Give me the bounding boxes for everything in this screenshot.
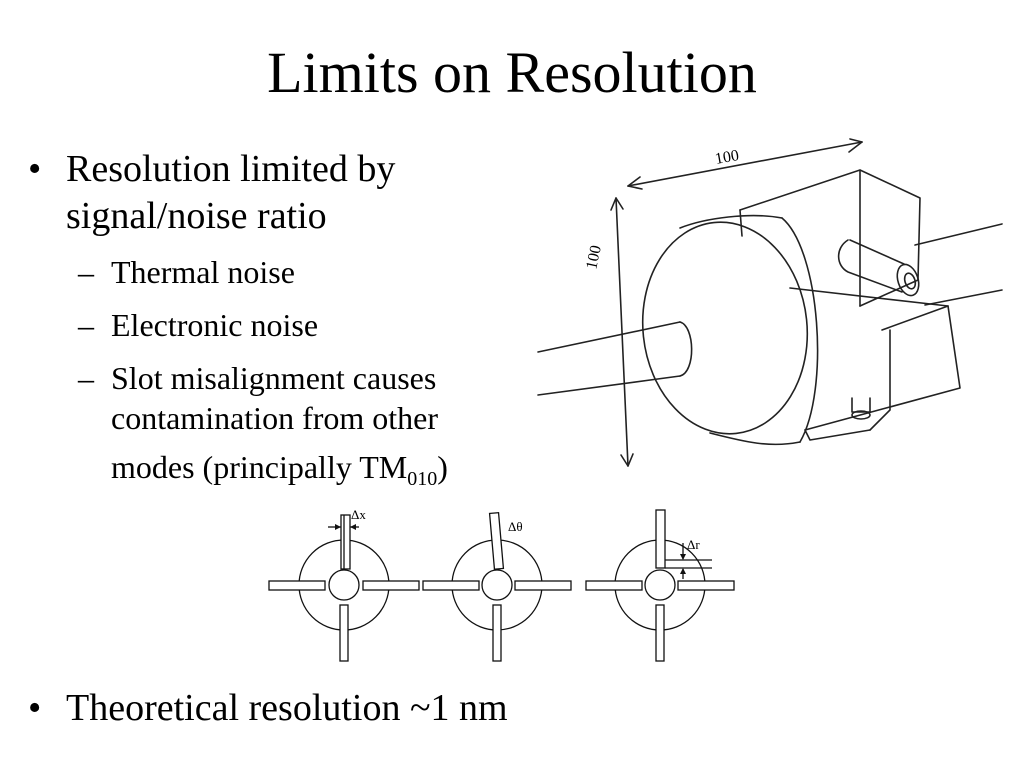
slide-title: Limits on Resolution: [267, 40, 757, 105]
dimension-line-top: [627, 141, 863, 187]
label-delta-x: Δx: [351, 507, 366, 522]
bullet-glyph: •: [28, 148, 42, 190]
bullet-text-line: Theoretical resolution ~1 nm: [66, 687, 508, 729]
subbullet-glyph: –: [78, 307, 94, 343]
subbullet-text-line: modes (principally TM010): [111, 449, 448, 490]
subbullet-glyph: –: [78, 360, 94, 396]
subbullet-text-line: Electronic noise: [111, 307, 319, 343]
slot-diagrams: Δx Δθ Δr: [268, 507, 735, 662]
cavity-cylinder: [641, 221, 809, 435]
dimension-label-height: 100: [583, 244, 605, 271]
waveguide-block: [739, 169, 921, 307]
slot-diagram-dtheta: [422, 511, 572, 662]
label-delta-theta: Δθ: [508, 519, 523, 534]
subbullet-text-line: contamination from other: [111, 400, 439, 436]
feedthrough-connector: [837, 239, 903, 293]
bullet-text-line: signal/noise ratio: [66, 195, 327, 237]
dimension-label-width: 100: [714, 147, 741, 168]
subbullet-glyph: –: [78, 254, 94, 290]
cavity-sketch: 100 100: [537, 138, 1003, 467]
subbullet-text-line: Slot misalignment causes: [111, 360, 437, 396]
bullet-glyph: •: [28, 687, 42, 729]
subbullet-text-line: Thermal noise: [111, 254, 295, 290]
dimension-line-left: [615, 197, 629, 467]
slot-diagram-dx: [268, 514, 420, 662]
label-delta-r: Δr: [687, 537, 700, 552]
slot-diagram-dr: [585, 509, 735, 662]
bullet-text-line: Resolution limited by: [66, 148, 396, 190]
subscript: 010: [407, 468, 438, 490]
beam-pipe: [537, 321, 681, 353]
